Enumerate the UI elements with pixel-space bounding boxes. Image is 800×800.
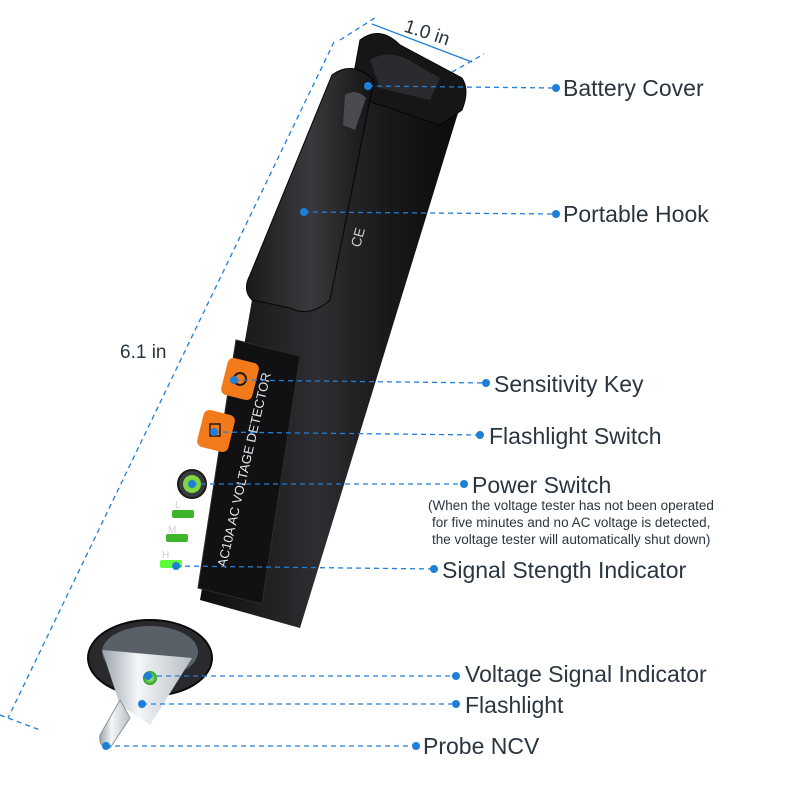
leader-lines (106, 85, 557, 747)
power-switch-note-line-3: the voltage tester will automatically sh… (432, 532, 711, 547)
level-label-mid: M (168, 525, 176, 536)
voltage-detector-pen (87, 33, 467, 749)
sensitivity-key-button (221, 357, 259, 401)
flashlight-label: Flashlight (465, 692, 564, 718)
width-dimension (339, 15, 485, 73)
length-dimension-label: 6.1 in (120, 342, 167, 363)
power-switch-label: Power Switch (472, 472, 612, 498)
battery-cover-label: Battery Cover (563, 75, 704, 101)
power-switch-note-line-1: (When the voltage tester has not been op… (428, 498, 714, 513)
signal-led-mid (166, 534, 188, 542)
portable-hook-label: Portable Hook (563, 201, 709, 227)
flashlight-switch-label: Flashlight Switch (489, 423, 662, 449)
leader-dots (102, 82, 560, 750)
signal-led-low (172, 510, 194, 518)
voltage-signal-indicator-label: Voltage Signal Indicator (465, 661, 707, 687)
level-label-low: L (175, 500, 181, 511)
signal-strength-indicator-label: Signal Stength Indicator (442, 557, 687, 583)
length-dimension (0, 41, 335, 731)
portable-hook-clip (246, 68, 375, 313)
control-panel (197, 339, 301, 605)
probe-ncv-label: Probe NCV (423, 733, 540, 759)
sensitivity-key-label: Sensitivity Key (494, 371, 644, 397)
ce-mark: CE (347, 226, 367, 249)
level-label-high: H (162, 550, 169, 561)
probe-tip (102, 650, 192, 725)
power-switch-note-line-2: for five minutes and no AC voltage is de… (432, 515, 711, 530)
